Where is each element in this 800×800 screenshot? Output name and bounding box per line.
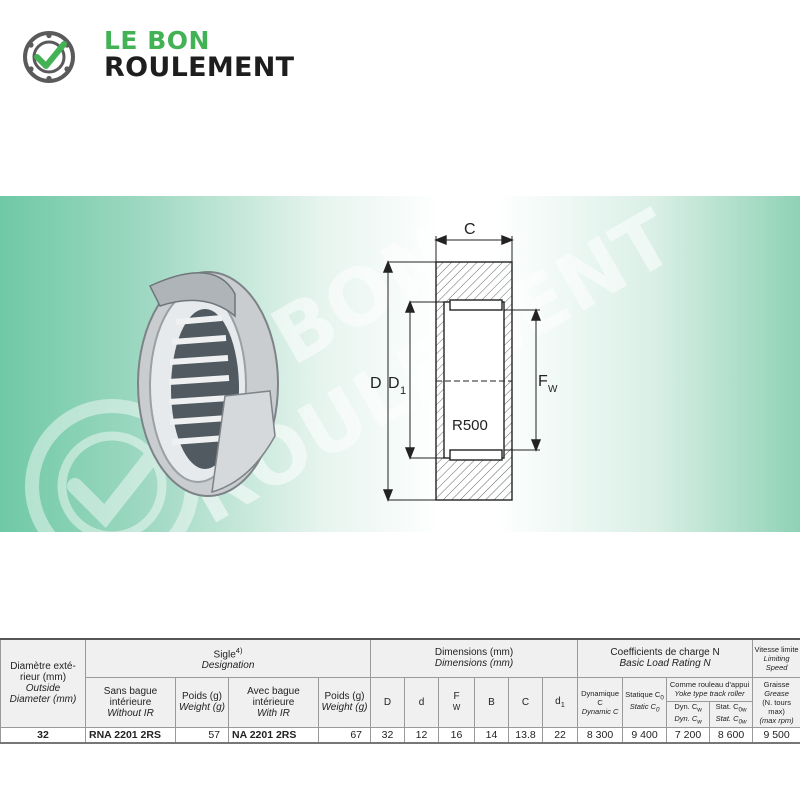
table-row: 32 RNA 2201 2RS 57 NA 2201 2RS 67 32 12 … bbox=[0, 726, 800, 744]
col-weight-1: Poids (g) Weight (g) bbox=[175, 676, 229, 728]
col-weight-2: Poids (g) Weight (g) bbox=[318, 676, 371, 728]
col-C: C bbox=[508, 676, 543, 728]
cell-stat-c0w: 8 600 bbox=[709, 726, 754, 744]
col-grease: Graisse Grease (N. tours max) (max rpm) bbox=[752, 676, 800, 728]
col-designation: Sigle4) Designation bbox=[85, 638, 371, 678]
label-d: D bbox=[370, 375, 382, 392]
col-stat-c0w: Stat. C0w Stat. C0w bbox=[709, 700, 754, 728]
brand-logo: LE BON ROULEMENT bbox=[22, 26, 312, 86]
cell-dynamic: 8 300 bbox=[577, 726, 624, 744]
cell-speed: 9 500 bbox=[752, 726, 800, 744]
cell-d: 12 bbox=[404, 726, 439, 744]
cell-C: 13.8 bbox=[508, 726, 543, 744]
cell-Fw: 16 bbox=[438, 726, 475, 744]
bearing-check-icon bbox=[23, 31, 75, 83]
label-r500: R500 bbox=[452, 417, 488, 434]
cell-D: 32 bbox=[370, 726, 405, 744]
cell-without-ir: RNA 2201 2RS bbox=[85, 726, 176, 744]
col-B: B bbox=[474, 676, 509, 728]
col-with-ir: Avec bague intérieure With IR bbox=[228, 676, 319, 728]
col-load-rating: Coefficients de charge N Basic Load Rati… bbox=[577, 638, 754, 678]
bearing-photo bbox=[137, 271, 279, 497]
label-d1-sub: 1 bbox=[400, 385, 406, 397]
cell-dyn-cw: 7 200 bbox=[666, 726, 711, 744]
col-D: D bbox=[370, 676, 405, 728]
col-static: Statique C0 Static C0 bbox=[622, 676, 668, 728]
cell-B: 14 bbox=[474, 726, 509, 744]
label-fw-sub: W bbox=[548, 384, 558, 395]
technical-drawing bbox=[382, 234, 542, 502]
col-outside-diameter: Diamètre exté- rieur (mm) Outside Diamet… bbox=[0, 638, 86, 728]
cell-weight-1: 57 bbox=[175, 726, 229, 744]
label-d1: D bbox=[388, 375, 400, 392]
col-dynamic: Dynamique C Dynamic C bbox=[577, 676, 624, 728]
spec-table: Diamètre exté- rieur (mm) Outside Diamet… bbox=[0, 638, 800, 744]
col-speed: Vitesse limite Limiting Speed bbox=[752, 638, 800, 678]
col-dimensions: Dimensions (mm) Dimensions (mm) bbox=[369, 638, 579, 678]
col-yoke-roller: Comme rouleau d'appui Yoke type track ro… bbox=[666, 676, 754, 702]
logo-line-1: LE BON bbox=[104, 26, 210, 55]
cell-outside: 32 bbox=[0, 726, 86, 744]
cell-with-ir: NA 2201 2RS bbox=[228, 726, 319, 744]
cell-static: 9 400 bbox=[622, 726, 668, 744]
label-fw: F bbox=[538, 373, 548, 390]
product-banner: LE BON ROULEMENT bbox=[0, 196, 800, 532]
col-d: d bbox=[404, 676, 439, 728]
logo-line-2: ROULEMENT bbox=[104, 52, 295, 83]
label-c: C bbox=[464, 221, 476, 238]
col-d1: d1 bbox=[541, 676, 579, 728]
cell-d1: 22 bbox=[541, 726, 579, 744]
col-dyn-cw: Dyn. Cw Dyn. Cw bbox=[666, 700, 711, 728]
cell-weight-2: 67 bbox=[318, 726, 371, 744]
col-without-ir: Sans bague intérieure Without IR bbox=[85, 676, 176, 728]
